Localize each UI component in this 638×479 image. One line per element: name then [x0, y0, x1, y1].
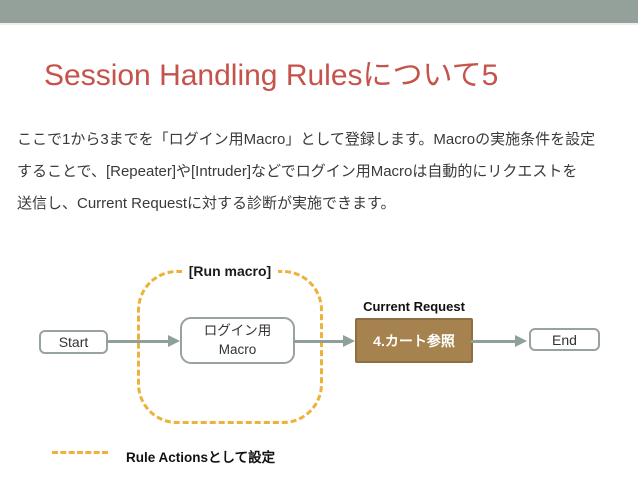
current-request-node: 4.カート参照: [355, 318, 473, 363]
page-title: Session Handling Rulesについて5: [44, 59, 499, 92]
run-macro-label: [Run macro]: [182, 262, 278, 280]
arrowhead-start-to-macro: [168, 335, 180, 347]
legend-dashed-line: [52, 451, 108, 454]
body-line-1: ここで1から3までを「ログイン用Macro」として登録します。Macroの実施条…: [17, 131, 596, 148]
legend-label: Rule Actionsとして設定: [126, 450, 276, 465]
arrow-macro-to-request: [293, 340, 345, 343]
login-macro-node: ログイン用 Macro: [180, 317, 295, 364]
login-macro-label-line1: ログイン用: [203, 322, 272, 338]
body-line-2: することで、[Repeater]や[Intruder]などでログイン用Macro…: [17, 163, 578, 180]
current-request-label: Current Request: [363, 299, 465, 314]
arrowhead-request-to-end: [515, 335, 527, 347]
body-line-3: 送信し、Current Requestに対する診断が実施できます。: [17, 195, 396, 212]
end-node: End: [529, 328, 600, 351]
current-request-node-label: 4.カート参照: [373, 332, 455, 349]
slide-top-bar: [0, 0, 638, 25]
login-macro-label-line2: Macro: [218, 341, 257, 357]
start-node: Start: [39, 330, 108, 354]
slide-body-text: ここで1から3までを「ログイン用Macro」として登録します。Macroの実施条…: [17, 124, 595, 220]
arrowhead-macro-to-request: [343, 335, 355, 347]
arrow-request-to-end: [471, 340, 517, 343]
start-node-label: Start: [58, 334, 89, 350]
arrow-start-to-macro: [106, 340, 170, 343]
end-node-label: End: [552, 331, 577, 348]
